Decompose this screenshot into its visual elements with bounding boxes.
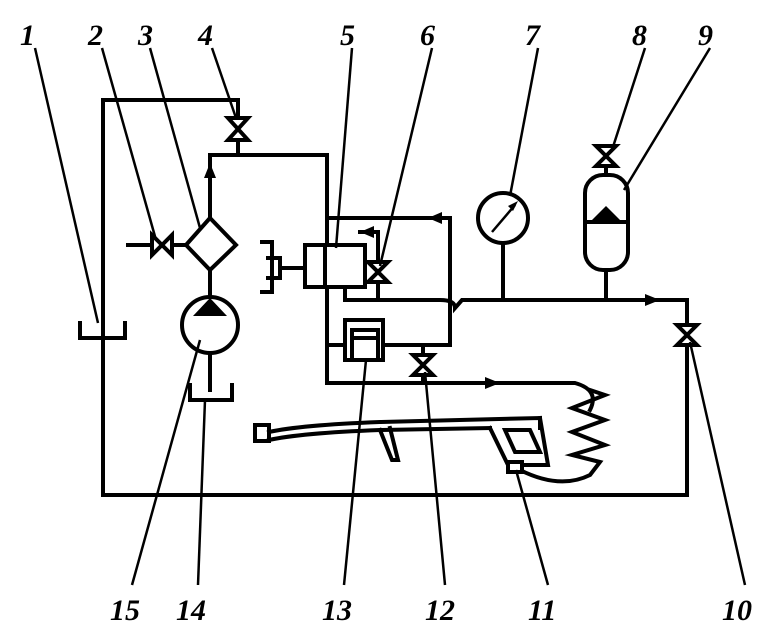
- arrow-up-main: [204, 163, 216, 178]
- valve-8: [591, 144, 621, 168]
- label-6: 6: [420, 19, 435, 52]
- gauge-7: [476, 191, 530, 245]
- valve-2: [150, 230, 174, 260]
- hose-coil: [517, 387, 612, 484]
- pump-15: [180, 295, 240, 355]
- label-14: 14: [176, 594, 206, 627]
- spray-gun-11: [253, 415, 551, 474]
- label-5: 5: [340, 19, 355, 52]
- label-13: 13: [322, 594, 352, 627]
- bypass-loop-pipe: [325, 216, 452, 347]
- pipelines: [101, 98, 689, 497]
- valve-4: [223, 116, 253, 142]
- label-10: 10: [722, 594, 752, 627]
- label-12: 12: [425, 594, 455, 627]
- label-9: 9: [698, 19, 713, 52]
- label-11: 11: [528, 594, 556, 627]
- valve-12: [408, 353, 438, 377]
- valve-10: [672, 323, 702, 347]
- valve-6: [363, 260, 393, 284]
- label-3: 3: [137, 19, 153, 52]
- callout-labels: 1 2 3 4 5 6 7 8 9 15 14 13 12 11 10: [20, 19, 752, 627]
- arrow-right-hose: [485, 377, 500, 389]
- tank-14: [188, 383, 234, 402]
- label-2: 2: [87, 19, 103, 52]
- pressure-line-pipe: [343, 298, 689, 314]
- accumulator-9: [583, 173, 630, 272]
- arrow-left-bypass: [428, 212, 442, 224]
- arrow-left-inner: [360, 226, 374, 238]
- supply-main-pipe: [208, 153, 595, 413]
- outer-loop-pipe: [101, 98, 689, 497]
- label-15: 15: [110, 594, 140, 627]
- label-7: 7: [525, 19, 541, 52]
- flow-arrows: [204, 163, 660, 389]
- label-8: 8: [632, 19, 647, 52]
- label-1: 1: [20, 19, 35, 52]
- filter-3: [183, 215, 239, 273]
- block-13: [343, 318, 385, 362]
- unloader-block-5: [260, 240, 367, 294]
- label-4: 4: [197, 19, 213, 52]
- arrow-right-pressure: [645, 294, 660, 306]
- leader-lines: [33, 47, 747, 586]
- tank-1: [78, 321, 127, 340]
